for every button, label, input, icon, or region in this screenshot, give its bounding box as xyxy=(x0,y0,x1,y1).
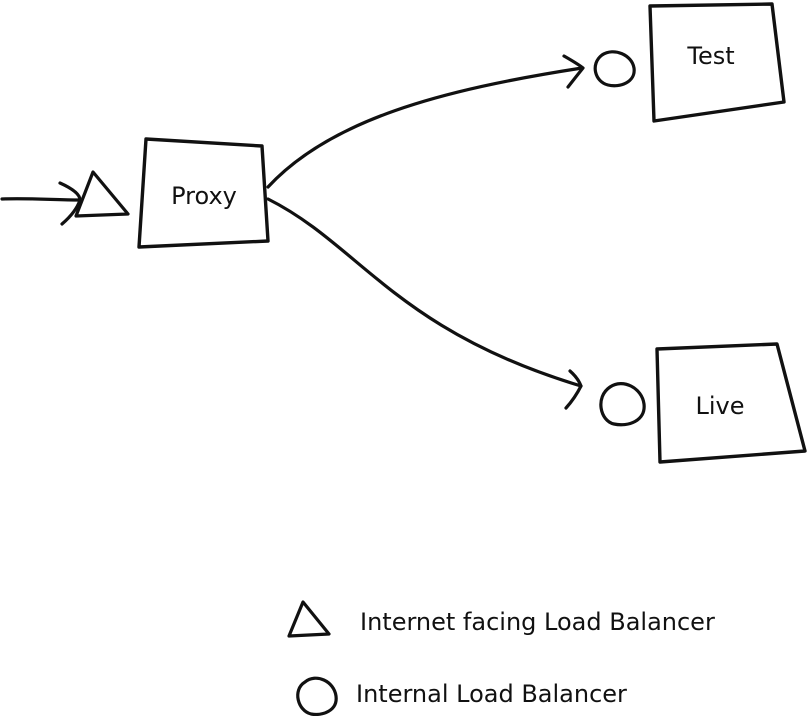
internet-lb-triangle-icon xyxy=(74,170,130,218)
legend: Internet facing Load Balancer Internal L… xyxy=(287,600,715,717)
live-node: Live xyxy=(655,342,807,464)
test-node: Test xyxy=(648,2,786,123)
live-label: Live xyxy=(695,392,744,420)
connector-proxy-to-live xyxy=(266,197,583,410)
legend-triangle-icon xyxy=(287,600,331,638)
proxy-node: Proxy xyxy=(137,137,270,249)
test-internal-lb-circle-icon xyxy=(593,50,636,88)
proxy-label: Proxy xyxy=(171,182,237,210)
live-internal-lb-circle-icon xyxy=(599,382,646,427)
connector-proxy-to-test xyxy=(266,54,585,189)
incoming-arrow xyxy=(0,181,82,226)
legend-item-internal-lb: Internal Load Balancer xyxy=(296,676,627,717)
legend-item-internet-lb: Internet facing Load Balancer xyxy=(287,600,715,638)
legend-internet-lb-label: Internet facing Load Balancer xyxy=(360,608,715,636)
test-label: Test xyxy=(686,42,734,70)
legend-internal-lb-label: Internal Load Balancer xyxy=(356,680,627,708)
legend-circle-icon xyxy=(296,676,338,717)
